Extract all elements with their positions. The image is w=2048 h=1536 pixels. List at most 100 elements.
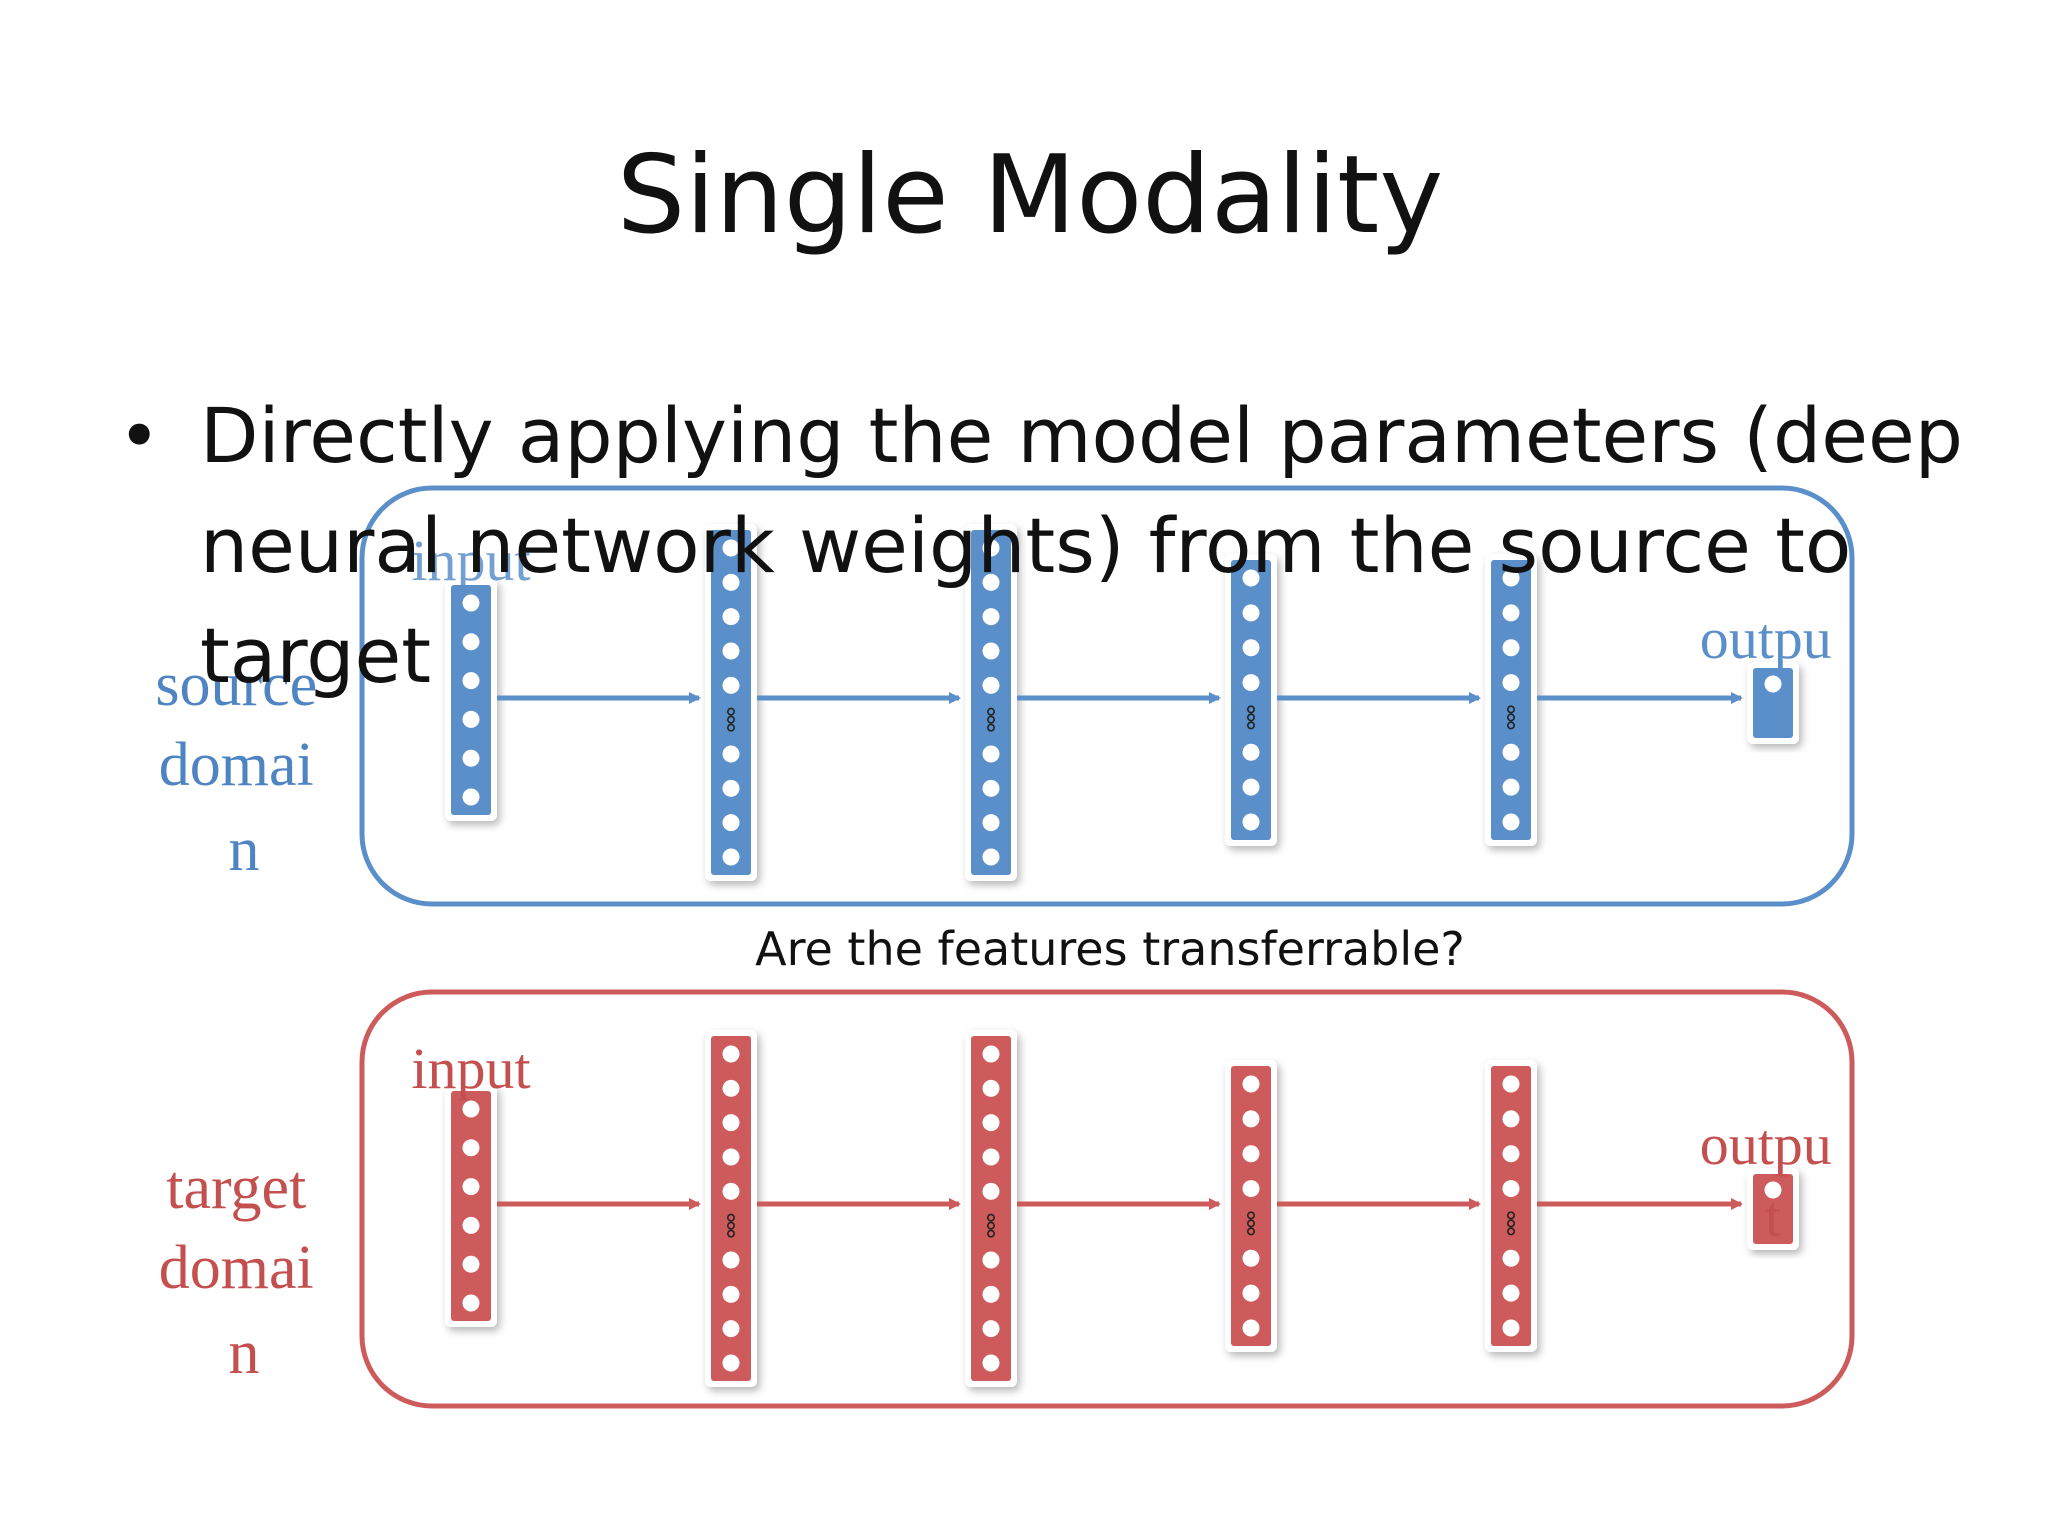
target-input-label: input [411, 1036, 530, 1101]
source-node [462, 710, 480, 728]
source-node [722, 814, 740, 832]
target-layer-input-bar [451, 1091, 491, 1321]
source-node [1502, 743, 1520, 761]
source-node [982, 573, 1000, 591]
target-domain-label-line-3: n [229, 1319, 260, 1387]
source-ellipsis-dot [986, 715, 995, 724]
target-node [1502, 1249, 1520, 1267]
source-domain-box [359, 485, 1855, 907]
source-node [982, 848, 1000, 866]
source-node [1242, 639, 1260, 657]
target-node [1242, 1075, 1260, 1093]
target-node [982, 1251, 1000, 1269]
target-layer-hidden-4-bar [1491, 1066, 1531, 1346]
source-node [1242, 674, 1260, 692]
source-layer-hidden-1 [705, 524, 757, 881]
source-ellipsis-dot [986, 723, 995, 732]
target-node [982, 1079, 1000, 1097]
source-output-label-line-1: outpu [1700, 606, 1832, 671]
target-output-label: outpu t [1700, 1112, 1847, 1249]
source-domain-label-line-1: source [155, 651, 317, 719]
target-node [1764, 1181, 1782, 1199]
source-layer-hidden-4 [1485, 554, 1537, 846]
source-ellipsis-dot [1247, 721, 1256, 730]
target-node [722, 1354, 740, 1372]
target-node [982, 1045, 1000, 1063]
source-layer-hidden-2-bar [971, 530, 1011, 875]
bullet-marker: • [118, 394, 160, 478]
source-layer-output-bar [1753, 668, 1793, 738]
source-node [462, 788, 480, 806]
source-node [722, 573, 740, 591]
target-node [722, 1285, 740, 1303]
target-node [1242, 1180, 1260, 1198]
source-output-label-line-2: t [1765, 678, 1781, 743]
target-node [982, 1285, 1000, 1303]
source-layer-input-bar [451, 585, 491, 815]
target-node [982, 1320, 1000, 1338]
target-node [1502, 1284, 1520, 1302]
target-layer-hidden-4 [1485, 1060, 1537, 1352]
target-node [722, 1320, 740, 1338]
target-ellipsis-dot [1247, 1227, 1256, 1236]
target-layer-hidden-1 [705, 1030, 757, 1387]
source-layer-hidden-2 [965, 524, 1017, 881]
target-node [982, 1354, 1000, 1372]
target-layer-hidden-3 [1225, 1060, 1277, 1352]
source-domain-label: source domai n [155, 651, 332, 884]
target-node [722, 1045, 740, 1063]
source-layer-hidden-1-bar [711, 530, 751, 875]
source-node [462, 672, 480, 690]
target-layer-hidden-1-bar [711, 1036, 751, 1381]
bullet-list: • Directly applying the model parameters… [118, 391, 1963, 700]
bullet-line-3: target [200, 611, 431, 700]
source-node [1242, 604, 1260, 622]
target-node [982, 1114, 1000, 1132]
target-domain-label: target domai n [159, 1154, 329, 1387]
source-node [722, 745, 740, 763]
source-node [1502, 604, 1520, 622]
target-node [462, 1255, 480, 1273]
target-layer-hidden-2 [965, 1030, 1017, 1387]
target-node [722, 1251, 740, 1269]
target-output-label-line-1: outpu [1700, 1112, 1832, 1177]
source-ellipsis-dot [1507, 721, 1516, 730]
source-node [982, 745, 1000, 763]
target-ellipsis-dot [986, 1229, 995, 1238]
source-node [982, 642, 1000, 660]
source-layer-input [445, 579, 497, 821]
source-node [1502, 674, 1520, 692]
source-node [1502, 569, 1520, 587]
target-node [1502, 1075, 1520, 1093]
target-layer-output-bar [1753, 1174, 1793, 1244]
source-ellipsis-dot [726, 723, 735, 732]
source-node [982, 608, 1000, 626]
target-domain-box [359, 989, 1855, 1409]
source-ellipsis-dot [726, 707, 735, 716]
target-node [1242, 1284, 1260, 1302]
target-node [722, 1148, 740, 1166]
target-node [462, 1178, 480, 1196]
target-ellipsis-dot [1507, 1227, 1516, 1236]
source-node [462, 749, 480, 767]
source-node [722, 848, 740, 866]
target-ellipsis-dot [726, 1221, 735, 1230]
source-node [462, 633, 480, 651]
bullet-line-1: Directly applying the model parameters (… [200, 391, 1963, 480]
source-node [1502, 778, 1520, 796]
target-node [1502, 1180, 1520, 1198]
source-node [982, 676, 1000, 694]
target-node [1502, 1319, 1520, 1337]
source-layer-hidden-4-bar [1491, 560, 1531, 840]
source-ellipsis-dot [1507, 713, 1516, 722]
source-node [722, 779, 740, 797]
source-node [1242, 778, 1260, 796]
target-domain-panel: target domai n input outpu t [159, 989, 1855, 1409]
target-node [1502, 1145, 1520, 1163]
source-node [722, 676, 740, 694]
source-node [1764, 675, 1782, 693]
target-network [445, 1030, 1799, 1387]
target-ellipsis-dot [1247, 1219, 1256, 1228]
source-output-label: outpu t [1700, 606, 1847, 743]
